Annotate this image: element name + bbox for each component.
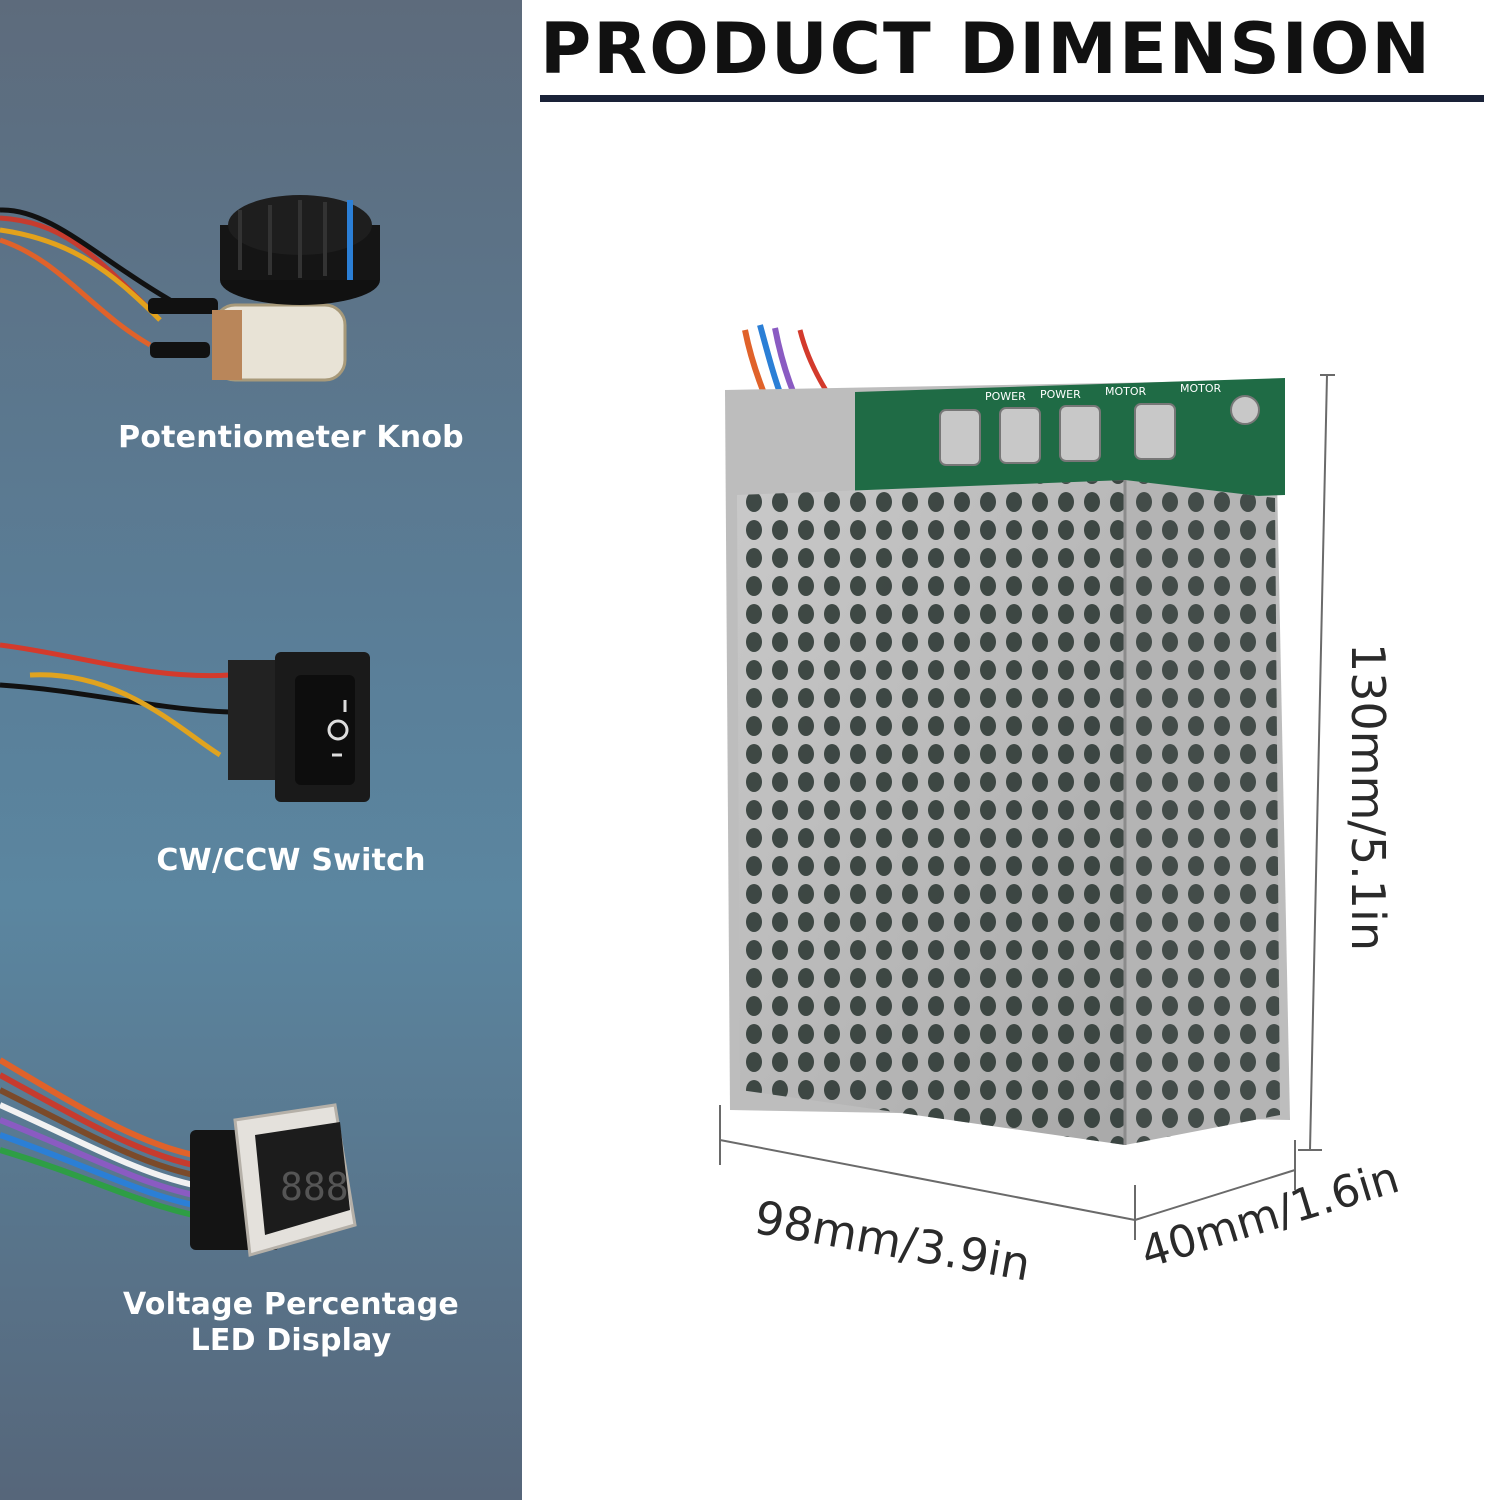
pcb-label-power-2: POWER [1040,388,1081,401]
title-underline [540,95,1484,102]
cw-ccw-switch-label: CW/CCW Switch [156,843,426,878]
product-enclosure-image: POWER POWER MOTOR MOTOR [725,324,1290,1145]
accessory-panel: Potentiometer Knob CW/CCW Switch 888 Vol… [0,0,522,1500]
pcb-label-power-1: POWER [985,390,1026,403]
svg-text:888: 888 [280,1165,349,1209]
pcb-label-motor-1: MOTOR [1105,385,1147,398]
led-display-image: 888 [0,1057,357,1257]
pcb-label-motor-2: MOTOR [1180,382,1222,395]
page-title: PRODUCT DIMENSION [540,8,1432,90]
dimension-lines [719,374,1335,1240]
led-display-label: Voltage Percentage LED Display [123,1287,459,1358]
potentiometer-knob-image [0,195,380,382]
potentiometer-knob-label: Potentiometer Knob [118,420,464,455]
height-dimension-label: 130mm/5.1in [1341,642,1395,951]
rocker-switch-image [0,642,370,802]
